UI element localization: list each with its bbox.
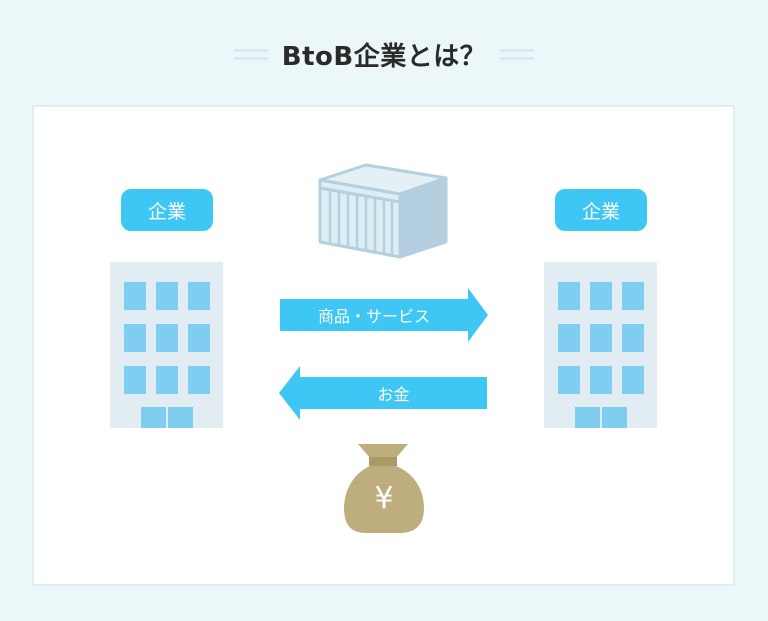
left-building-icon: [110, 262, 223, 428]
left-company-badge: 企業: [121, 189, 213, 231]
arrow-left-icon: [279, 366, 487, 420]
arrow-right-icon: [280, 288, 488, 342]
yen-symbol: ¥: [374, 480, 394, 516]
goods-services-label: 商品・サービス: [317, 307, 430, 326]
title-decoration-right: [500, 48, 535, 60]
header: BtoB企業とは？: [0, 34, 768, 74]
title-decoration-left: [233, 48, 268, 60]
money-bag-icon: [344, 444, 424, 533]
money-label: お金: [377, 385, 410, 404]
container-box-icon: [318, 163, 448, 259]
page-title: BtoB企業とは？: [281, 41, 487, 72]
right-building-icon: [544, 262, 657, 428]
left-company-label: 企業: [147, 200, 186, 223]
right-company-badge: 企業: [555, 189, 647, 231]
right-company-label: 企業: [581, 200, 620, 223]
